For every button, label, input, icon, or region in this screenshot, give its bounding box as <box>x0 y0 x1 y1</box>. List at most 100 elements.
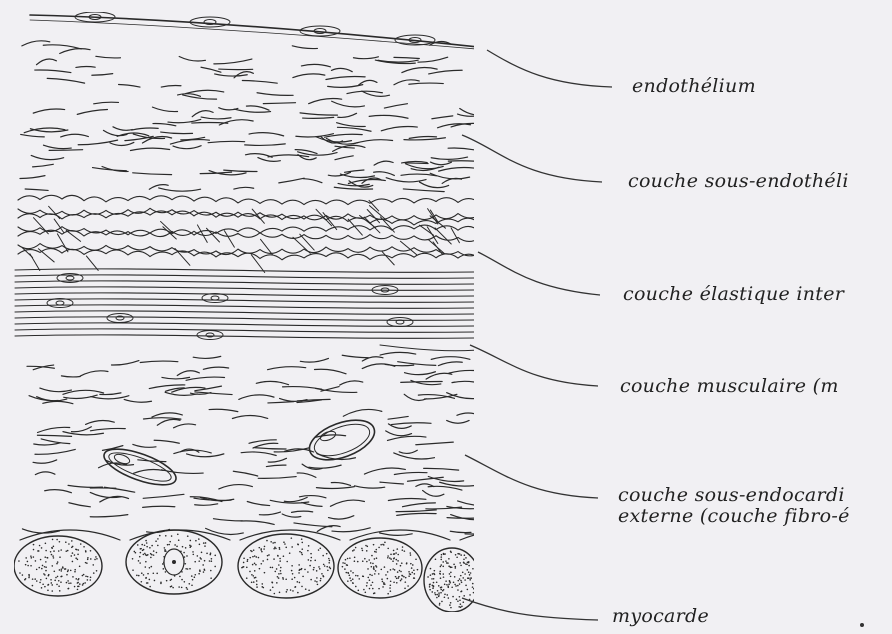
capillary-vessels <box>100 412 380 492</box>
collagen-fiber <box>173 146 201 149</box>
myofibril-dot <box>32 585 34 587</box>
myofibril-dot <box>297 592 299 594</box>
myofibril-dot <box>382 581 384 583</box>
myofibril-dot <box>144 544 146 546</box>
fibroelastic-fiber <box>362 364 395 369</box>
myofibril-dot <box>401 578 403 580</box>
myofibril-dot <box>44 566 46 568</box>
myofibril-dot <box>177 533 179 535</box>
myofibril-dot <box>156 573 158 575</box>
elastic-crosslink <box>435 228 451 244</box>
fibroelastic-fiber <box>380 533 413 535</box>
myofibril-dot <box>396 548 398 550</box>
collagen-fiber <box>219 120 253 125</box>
myofibril-dot <box>96 558 98 560</box>
myocyte-nucleolus <box>172 560 176 564</box>
myofibril-dot <box>376 557 378 559</box>
myofibril-dot <box>272 582 274 584</box>
myofibril-dot <box>157 538 159 540</box>
myofibril-dot <box>373 544 375 546</box>
myofibril-dot <box>178 586 180 588</box>
myofibril-dot <box>441 554 443 556</box>
myofibril-dot <box>427 576 429 578</box>
fibroelastic-fiber <box>68 485 102 487</box>
collagen-fiber <box>303 179 322 183</box>
myofibril-dot <box>159 535 161 537</box>
myofibril-dot <box>85 562 87 564</box>
elastic-crosslink <box>38 249 54 262</box>
myofibril-dot <box>74 571 76 573</box>
fibroelastic-fiber <box>195 504 218 505</box>
myofibril-dot <box>446 584 448 586</box>
myofibril-dot <box>395 576 397 578</box>
endothelium-layer <box>30 12 488 50</box>
myofibril-dot <box>198 538 200 540</box>
myofibril-dot <box>204 545 206 547</box>
myofibril-dot <box>294 577 296 579</box>
myofibril-dot <box>59 569 61 571</box>
myofibril-dot <box>260 563 262 565</box>
myofibril-dot <box>466 563 468 565</box>
muscle-nucleus <box>202 294 228 303</box>
myofibril-dot <box>278 577 280 579</box>
myofibril-dot <box>378 547 380 549</box>
smooth-muscle-fiber <box>15 293 475 296</box>
myofibril-dot <box>459 599 461 601</box>
collagen-fiber <box>362 178 382 183</box>
cell-border-arc <box>460 530 560 540</box>
myofibril-dot <box>74 569 76 571</box>
fibroelastic-fiber <box>418 395 454 399</box>
myofibril-dot <box>137 544 139 546</box>
myofibril-dot <box>260 548 262 550</box>
myofibril-dot <box>53 557 55 559</box>
myofibril-dot <box>181 579 183 581</box>
myofibril-dot <box>298 572 300 574</box>
myofibril-dot <box>144 553 146 555</box>
myofibril-dot <box>394 569 396 571</box>
fibroelastic-fiber <box>152 413 182 417</box>
myofibril-dot <box>403 576 405 578</box>
fibroelastic-fiber <box>133 469 163 473</box>
myofibril-dot <box>328 562 330 564</box>
myofibril-dot <box>392 568 394 570</box>
myofibril-dot <box>384 542 386 544</box>
myofibril-dot <box>255 577 257 579</box>
myofibril-dot <box>149 586 151 588</box>
myofibril-dot <box>447 562 449 564</box>
collagen-fiber <box>258 158 280 162</box>
fibroelastic-fiber <box>259 512 280 515</box>
fibroelastic-fiber <box>195 386 222 391</box>
fibroelastic-fiber <box>232 416 267 419</box>
fibroelastic-fiber <box>431 357 470 360</box>
myofibril-dot <box>473 592 475 594</box>
myofibril-dot <box>402 549 404 551</box>
myofibril-dot <box>441 601 443 603</box>
myofibril-dot <box>462 571 464 573</box>
myofibril-dot <box>457 600 459 602</box>
myofibril-dot <box>45 561 47 563</box>
myofibril-dot <box>291 546 293 548</box>
myofibril-dot <box>380 569 382 571</box>
collagen-fiber <box>130 148 169 150</box>
myofibril-dot <box>369 588 371 590</box>
myofibril-dot <box>454 576 456 578</box>
fibroelastic-fiber <box>80 371 108 376</box>
myofibril-dot <box>455 554 457 556</box>
myofibril-dot <box>408 571 410 573</box>
collagen-fiber <box>242 80 277 83</box>
myofibril-dot <box>467 577 469 579</box>
myofibril-dot <box>451 586 453 588</box>
myofibril-dot <box>68 588 70 590</box>
myofibril-dot <box>454 584 456 586</box>
collagen-fiber <box>49 150 83 151</box>
myofibril-dot <box>24 579 26 581</box>
fibroelastic-fiber <box>43 401 73 403</box>
myofibril-dot <box>185 568 187 570</box>
myofibril-dot <box>243 557 245 559</box>
myofibril-dot <box>272 542 274 544</box>
collagen-fiber <box>96 56 121 58</box>
fibroelastic-fiber <box>37 397 67 401</box>
fibroelastic-fiber <box>450 531 471 532</box>
myofibril-dot <box>369 579 371 581</box>
myofibril-dot <box>249 557 251 559</box>
